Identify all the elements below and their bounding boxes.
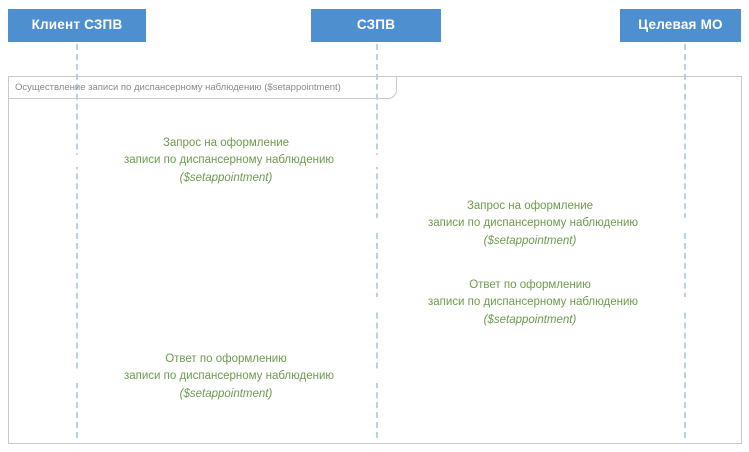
participant-box-target-mo[interactable]: Целевая МО [620, 9, 741, 42]
message-label-1-top: Запрос на оформление [162, 137, 290, 149]
fragment-frame [8, 76, 742, 444]
message-label-3-bottom: ($setappointment) [483, 314, 577, 326]
lifeline-client [76, 44, 78, 438]
fragment-label-tab: Осуществление записи по диспансерному на… [8, 76, 397, 99]
message-label-1-bottom: ($setappointment) [179, 172, 273, 184]
participant-label-szpv: СЗПВ [356, 17, 396, 33]
message-label-2-top: Запрос на оформление [466, 200, 594, 212]
message-label-4-top: Ответ по оформлению [165, 353, 287, 365]
message-label-4-bottom: ($setappointment) [179, 388, 273, 400]
message-label-3-mid: записи по диспансерному наблюдению [376, 296, 690, 309]
participant-label-client: Клиент СЗПВ [31, 17, 123, 33]
message-label-1-mid: записи по диспансерному наблюдению [76, 154, 382, 167]
message-label-3-top: Ответ по оформлению [469, 279, 591, 291]
lifeline-target-mo [684, 44, 686, 438]
fragment-label-text: Осуществление записи по диспансерному на… [15, 81, 341, 93]
message-label-2-mid: записи по диспансерному наблюдению [376, 217, 690, 230]
participant-label-target-mo: Целевая МО [638, 17, 723, 33]
participant-box-client[interactable]: Клиент СЗПВ [8, 9, 146, 42]
participant-box-szpv[interactable]: СЗПВ [311, 9, 441, 42]
message-label-4-mid: записи по диспансерному наблюдению [76, 370, 382, 383]
lifeline-szpv [376, 44, 378, 438]
message-label-2-bottom: ($setappointment) [483, 235, 577, 247]
